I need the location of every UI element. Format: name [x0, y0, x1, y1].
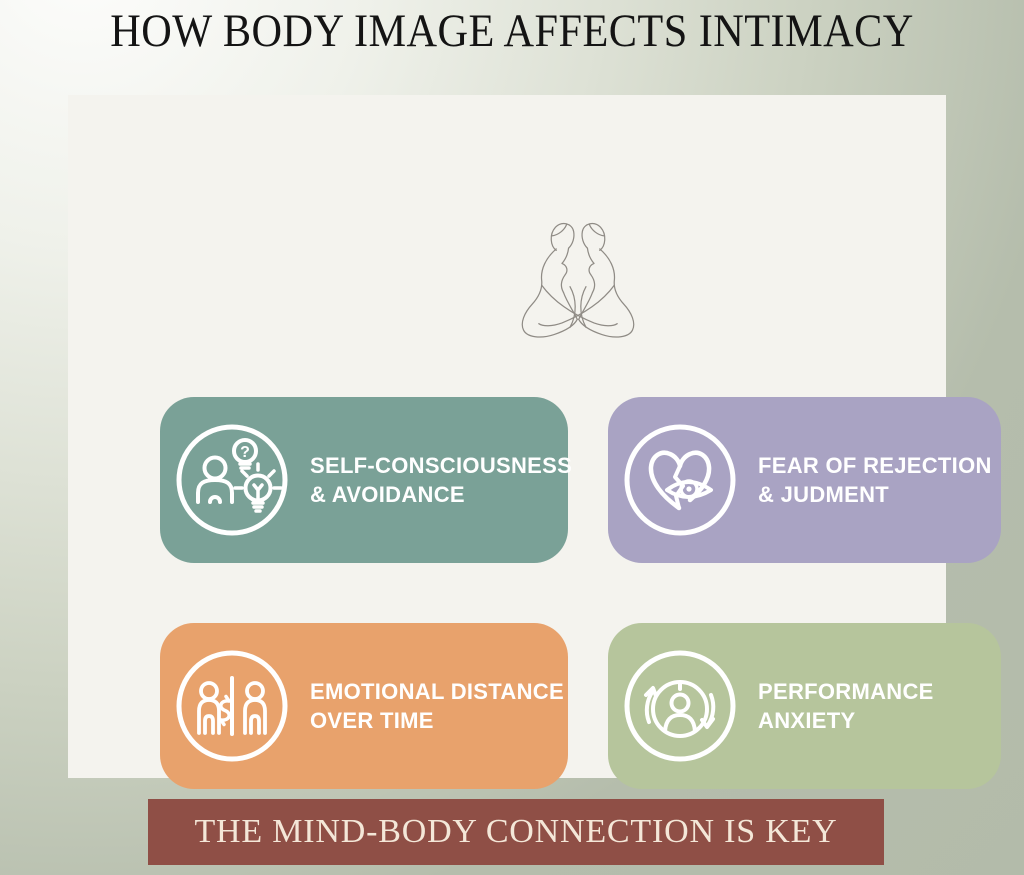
card-label-line2: & AVOIDANCE [310, 482, 465, 507]
card-fear-of-rejection-judgment: FEAR OF REJECTION & JUDMENT [608, 397, 1001, 563]
footer-banner: THE MIND-BODY CONNECTION IS KEY [148, 799, 884, 865]
card-emotional-distance-over-time: EMOTIONAL DISTANCE OVER TIME [160, 623, 568, 789]
card-label-line1: EMOTIONAL DISTANCE [310, 679, 564, 704]
card-label-line1: SELF-CONSCIOUSNESS [310, 453, 573, 478]
card-performance-anxiety: PERFORMANCE ANXIETY [608, 623, 1001, 789]
people-divided-exchange-icon [176, 650, 288, 762]
card-label: PERFORMANCE ANXIETY [758, 677, 934, 735]
card-label-line2: OVER TIME [310, 708, 434, 733]
card-label: EMOTIONAL DISTANCE OVER TIME [310, 677, 564, 735]
svg-text:?: ? [240, 444, 250, 461]
card-label-line2: ANXIETY [758, 708, 856, 733]
page-title: HOW BODY IMAGE AFFECTS INTIMACY [110, 5, 914, 57]
two-figures-line-art-illustration [521, 222, 635, 338]
card-label-line1: FEAR OF REJECTION [758, 453, 992, 478]
card-label: FEAR OF REJECTION & JUDMENT [758, 451, 992, 509]
content-panel: ? SELF-CONSCIOUSNESS & AVOIDANCE [68, 95, 1001, 789]
card-label-line1: PERFORMANCE [758, 679, 934, 704]
person-cycle-arrows-icon [624, 650, 736, 762]
card-self-consciousness-avoidance: ? SELF-CONSCIOUSNESS & AVOIDANCE [160, 397, 572, 563]
footer-banner-text: THE MIND-BODY CONNECTION IS KEY [194, 813, 838, 850]
broken-heart-eye-icon [624, 424, 736, 536]
card-label: SELF-CONSCIOUSNESS & AVOIDANCE [310, 451, 572, 509]
person-question-lightbulb-icon: ? [176, 424, 288, 536]
card-label-line2: & JUDMENT [758, 482, 890, 507]
